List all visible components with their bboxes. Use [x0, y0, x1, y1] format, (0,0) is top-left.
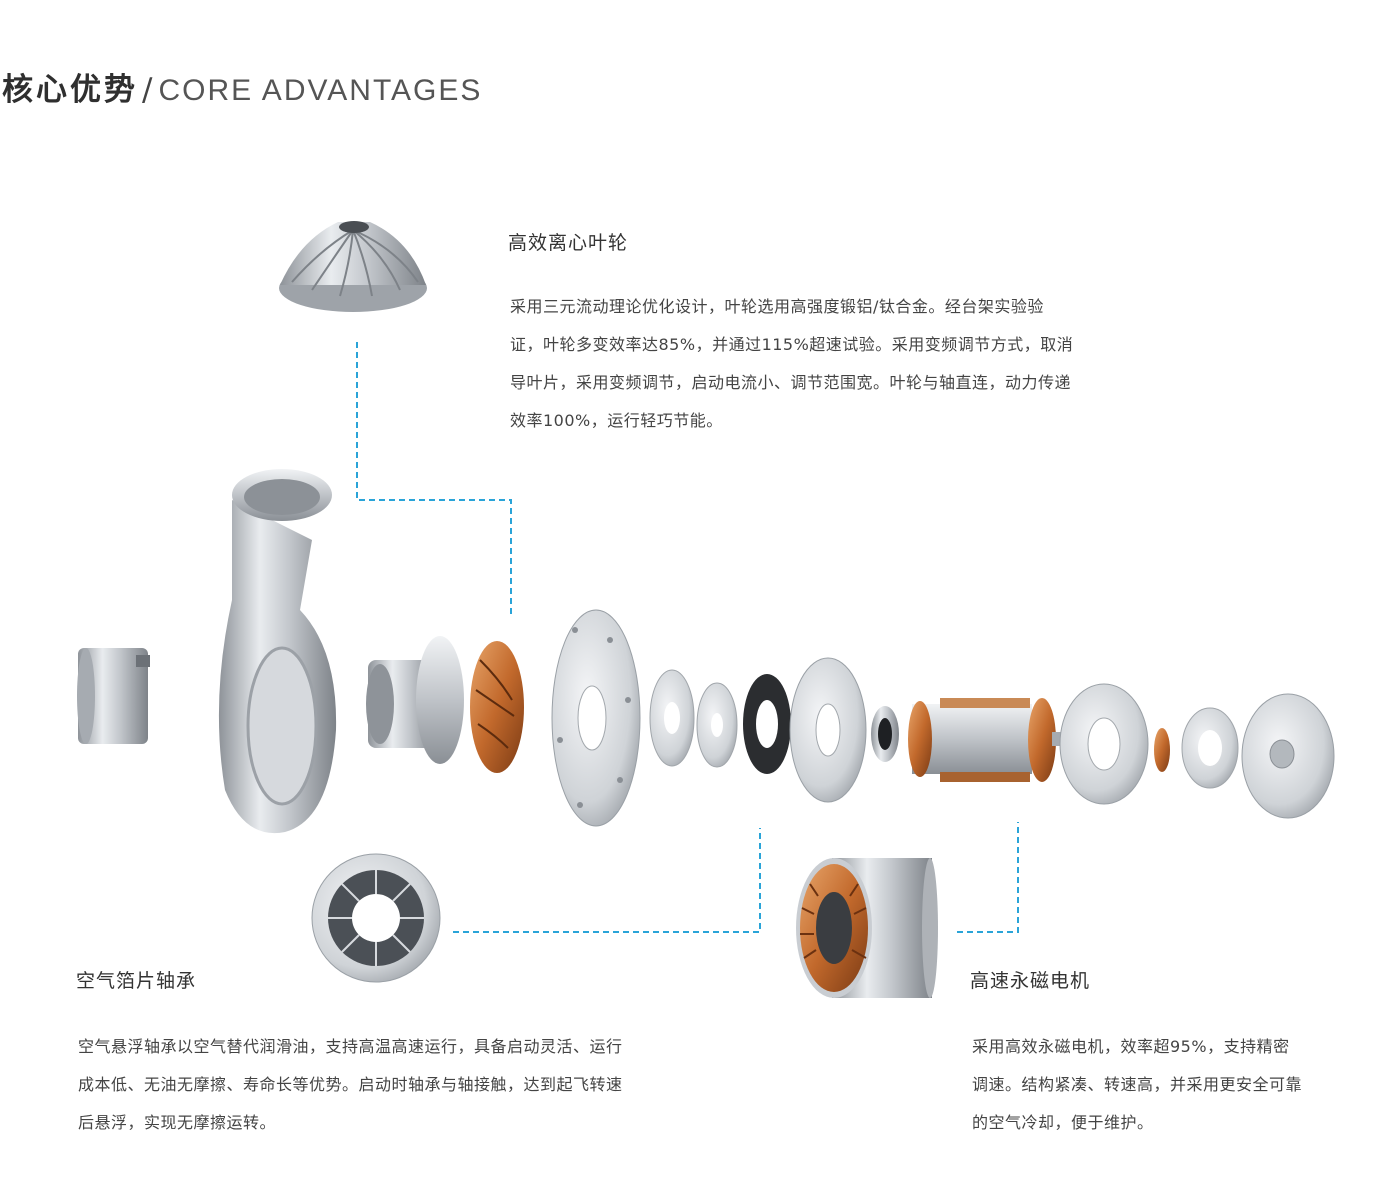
impeller-icon: [279, 221, 427, 312]
front-flange: [551, 609, 641, 827]
page-title-separator: /: [142, 72, 153, 108]
foil-bearing-icon: [311, 853, 441, 983]
bearing-title: 空气箔片轴承: [76, 970, 197, 992]
motor-stator-icon: [796, 858, 938, 998]
rear-seal: [1181, 707, 1239, 789]
motor-line-3: 的空气冷却，便于维护。: [972, 1113, 1154, 1132]
foil-bearing-small: [743, 674, 791, 774]
bearing-line-2: 成本低、无油无摩擦、寿命长等优势。启动时轴承与轴接触，达到起飞转速: [78, 1075, 623, 1094]
motor-line-1: 采用高效永磁电机，效率超95%，支持精密: [972, 1037, 1290, 1056]
inlet-shroud: [366, 636, 464, 764]
bearing-ring: [871, 706, 899, 762]
sleeve-part: [77, 648, 150, 744]
bearing-line-1: 空气悬浮轴承以空气替代润滑油，支持高温高速运行，具备启动灵活、运行: [78, 1037, 623, 1056]
motor-description: 采用高效永磁电机，效率超95%，支持精密 调速。结构紧凑、转速高，并采用更安全可…: [972, 1028, 1372, 1142]
impeller-line-2: 证，叶轮多变效率达85%，并通过115%超速试验。采用变频调节方式，取消: [510, 335, 1074, 354]
impeller-connector: [356, 342, 512, 618]
impeller-description: 采用三元流动理论优化设计，叶轮选用高强度锻铝/钛合金。经台架实验验 证，叶轮多变…: [510, 288, 1150, 440]
volute-housing: [218, 469, 337, 834]
impeller-line-4: 效率100%，运行轻巧节能。: [510, 411, 723, 430]
page-title-en: CORE ADVANTAGES: [158, 74, 483, 107]
motor-connector: [957, 822, 1019, 933]
bearing-housing: [789, 657, 867, 803]
impeller-line-1: 采用三元流动理论优化设计，叶轮选用高强度锻铝/钛合金。经台架实验验: [510, 297, 1044, 316]
bearing-connector: [453, 828, 761, 933]
motor-title: 高速永磁电机: [970, 970, 1091, 992]
bearing-line-3: 后悬浮，实现无摩擦运转。: [78, 1113, 277, 1132]
thrust-plate-2: [696, 682, 738, 768]
motor-rotor: [908, 698, 1082, 782]
motor-line-2: 调速。结构紧凑、转速高，并采用更安全可靠: [972, 1075, 1303, 1094]
thrust-plate-1: [649, 669, 695, 767]
copper-impeller: [470, 641, 524, 773]
impeller-title: 高效离心叶轮: [508, 232, 629, 254]
page-title: 核心优势 / CORE ADVANTAGES: [2, 64, 482, 108]
impeller-line-3: 导叶片，采用变频调节，启动电流小、调节范围宽。叶轮与轴直连，动力传递: [510, 373, 1072, 392]
rear-housing: [1059, 683, 1170, 805]
bearing-description: 空气悬浮轴承以空气替代润滑油，支持高温高速运行，具备启动灵活、运行 成本低、无油…: [78, 1028, 718, 1142]
page-title-zh: 核心优势: [2, 72, 138, 108]
connector-lines: [356, 342, 1019, 933]
end-cover: [1241, 693, 1335, 819]
